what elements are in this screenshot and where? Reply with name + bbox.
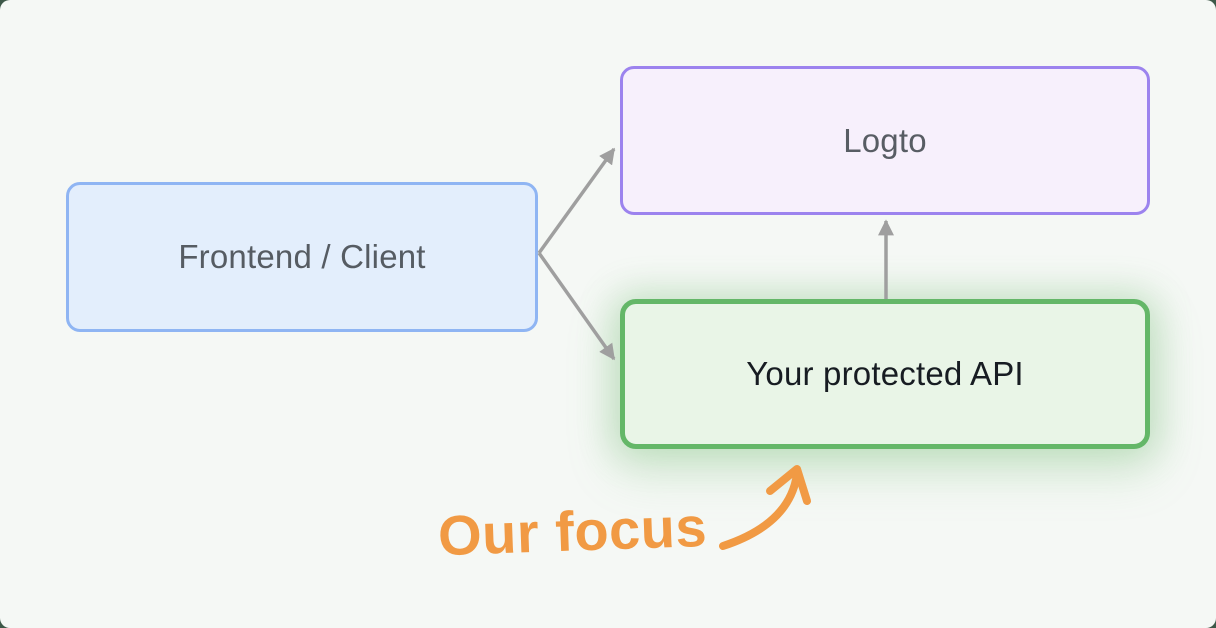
edge-frontend-to-logto-arrow [537,147,616,255]
edge-frontend-to-api-arrow [537,251,616,361]
node-logto-label: Logto [843,121,927,159]
our-focus-annotation: Our focus [436,494,708,568]
node-frontend-client: Frontend / Client [66,182,538,332]
node-frontend-client-label: Frontend / Client [178,238,426,275]
node-protected-api: Your protected API [620,299,1150,449]
node-logto: Logto [620,66,1150,215]
our-focus-arrowhead [766,465,811,505]
node-protected-api-label: Your protected API [746,355,1024,392]
